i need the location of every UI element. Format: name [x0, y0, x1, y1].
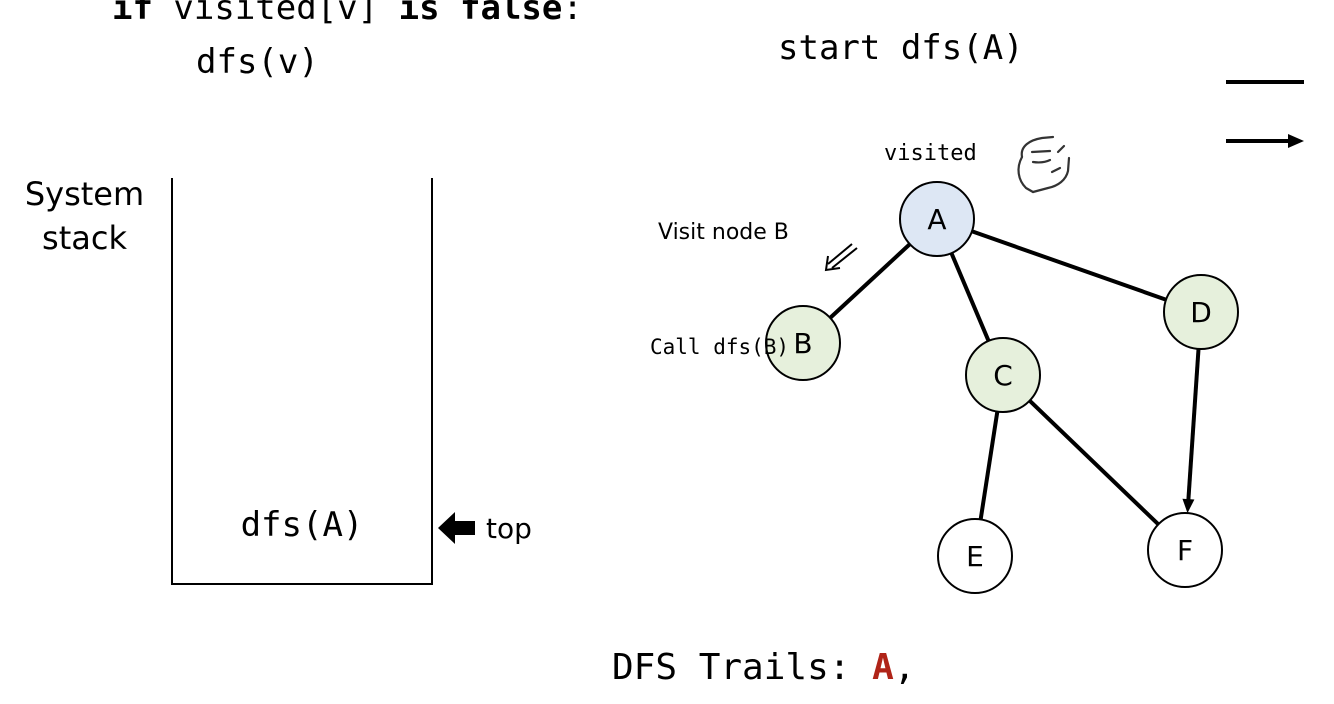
graph-node-a: A [899, 181, 975, 257]
stack-label-line-1: System [24, 175, 145, 213]
code-keyword-is-false: is false [398, 0, 563, 28]
stack-frame: dfs(A) [240, 505, 364, 545]
node-circle [965, 337, 1041, 413]
top-pointer: top [438, 510, 532, 546]
code-line-if-visited: if visited[v] is false: [112, 0, 583, 28]
left-arrow-icon [438, 512, 475, 544]
call-dfs-text: Call dfs(B) [650, 335, 790, 359]
double-arrow-icon [824, 243, 858, 272]
dfs-trails-label: DFS Trails: [612, 647, 873, 688]
trail-node: A [872, 647, 894, 688]
top-label: top [486, 511, 532, 545]
dfs-trails: DFS Trails: A, [612, 646, 915, 690]
nodes-layer: A B C D E F [765, 181, 1239, 594]
graph-node-e: E [937, 518, 1013, 594]
node-label: F [1177, 534, 1193, 567]
node-label: D [1190, 296, 1212, 329]
node-label: A [927, 203, 946, 236]
visit-node-text: Visit node B [658, 220, 789, 245]
stack-label-line-2: stack [42, 219, 127, 257]
stack-label: System stack [12, 172, 157, 260]
system-stack-container: dfs(A) [171, 178, 433, 585]
edge-c-e [978, 411, 1000, 520]
code-line-dfs-call: dfs(v) [196, 42, 319, 82]
edge-arrowhead [1182, 498, 1195, 514]
node-label: E [966, 540, 984, 573]
node-circle [765, 305, 841, 381]
edge-a-b [828, 242, 912, 320]
visited-label: visited [884, 141, 977, 166]
graph-node-f: F [1147, 512, 1223, 588]
graph-node-b: B [765, 305, 841, 381]
node-circle [1163, 274, 1239, 350]
trail-separator: , [893, 647, 916, 688]
edge-d-f [1186, 348, 1201, 502]
node-circle [899, 181, 975, 257]
graph-node-d: D [1163, 274, 1239, 350]
code-condition: visited[v] [152, 0, 399, 28]
status-text: start dfs(A) [778, 28, 1024, 68]
node-circle [1147, 512, 1223, 588]
code-colon: : [562, 0, 583, 28]
code-keyword-if: if [112, 0, 153, 28]
edge-a-d [971, 229, 1167, 302]
edges-layer [828, 229, 1201, 526]
directed-edge-icon [1226, 134, 1304, 148]
edge-a-c [949, 252, 991, 342]
graph-node-c: C [965, 337, 1041, 413]
visit-annotation: Visit node B Call dfs(B) [650, 138, 830, 404]
node-circle [937, 518, 1013, 594]
node-label: C [993, 359, 1013, 392]
pointing-hand-icon [1017, 135, 1071, 194]
edge-c-f [1028, 399, 1160, 526]
node-label: B [793, 327, 812, 360]
